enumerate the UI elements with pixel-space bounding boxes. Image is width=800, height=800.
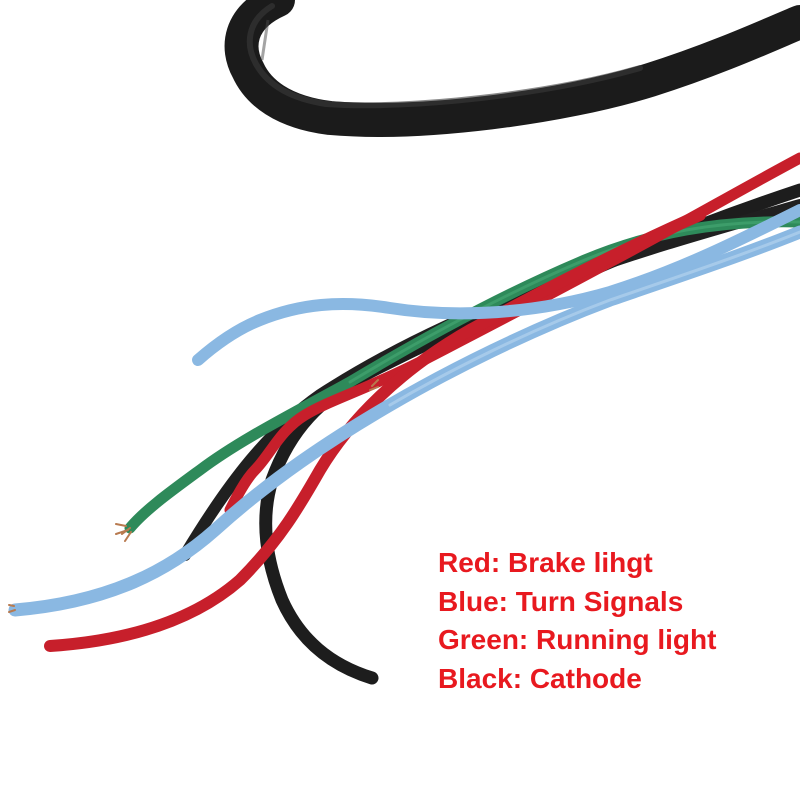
black-cable-sheath — [224, 0, 800, 137]
legend-blue: Blue: Turn Signals — [438, 585, 684, 617]
legend-red: Red: Brake lihgt — [438, 547, 653, 578]
copper-wire-ends — [8, 379, 379, 613]
blue-wire — [8, 204, 800, 617]
legend-black: Black: Cathode — [438, 662, 642, 694]
wire-color-legend: Red: Brake lihgt Blue: Turn Signals Gree… — [438, 544, 716, 698]
legend-green: Green: Running light — [438, 624, 717, 655]
red-wire — [44, 152, 800, 652]
